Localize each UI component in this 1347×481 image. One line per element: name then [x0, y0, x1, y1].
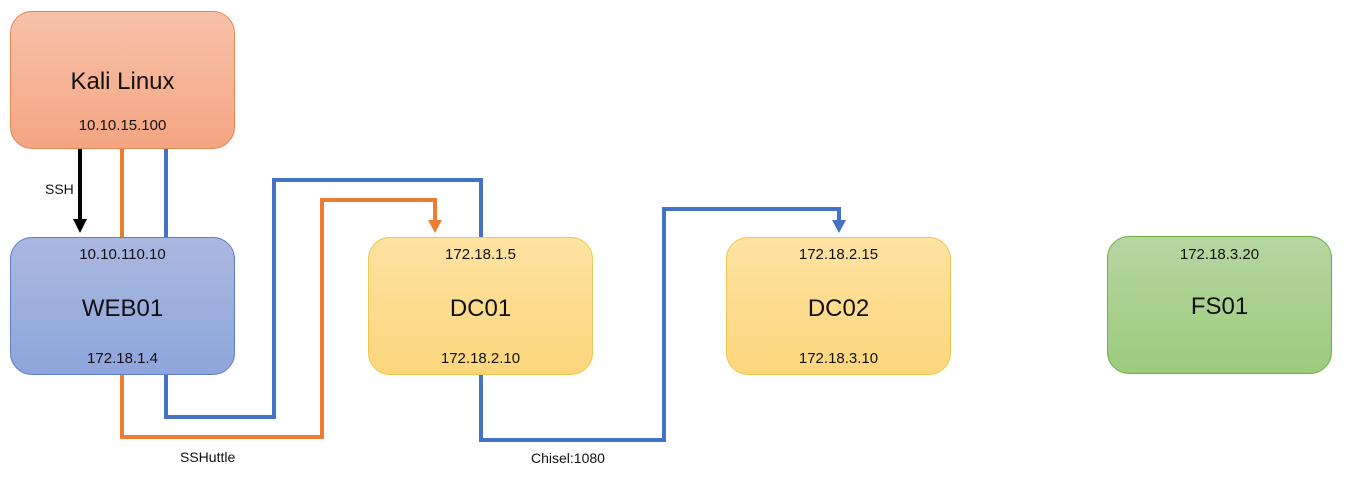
node-name: DC01 — [449, 295, 512, 322]
node-kali-linux: Kali Linux 10.10.15.100 — [10, 11, 235, 149]
node-ip-top: 10.10.110.10 — [79, 246, 166, 263]
node-fs01: 172.18.3.20 FS01 — [1107, 236, 1332, 374]
ssh-label: SSH — [45, 181, 74, 197]
sshuttle-label: SSHuttle — [180, 449, 236, 465]
ssh-arrowhead — [73, 219, 87, 233]
node-ip-bottom: 172.18.3.10 — [798, 350, 879, 367]
node-name: WEB01 — [81, 295, 164, 322]
node-dc01: 172.18.1.5 DC01 172.18.2.10 — [368, 237, 593, 375]
node-ip: 10.10.15.100 — [78, 117, 167, 134]
node-ip-top: 172.18.1.5 — [445, 246, 516, 263]
sshuttle-arrowhead — [428, 220, 442, 233]
node-ip-bottom: 172.18.1.4 — [87, 350, 158, 367]
node-name: DC02 — [807, 295, 870, 322]
node-web01: 10.10.110.10 WEB01 172.18.1.4 — [10, 237, 235, 375]
chisel-arrowhead — [832, 220, 846, 233]
node-name: Kali Linux — [70, 68, 175, 95]
node-dc02: 172.18.2.15 DC02 172.18.3.10 — [726, 237, 951, 375]
sshuttle-path — [120, 149, 437, 439]
node-ip-top: 172.18.3.20 — [1179, 246, 1260, 263]
node-name: FS01 — [1190, 293, 1249, 320]
node-ip-top: 172.18.2.15 — [798, 246, 879, 263]
chisel-label: Chisel:1080 — [531, 450, 605, 466]
node-ip-bottom: 172.18.2.10 — [440, 350, 521, 367]
